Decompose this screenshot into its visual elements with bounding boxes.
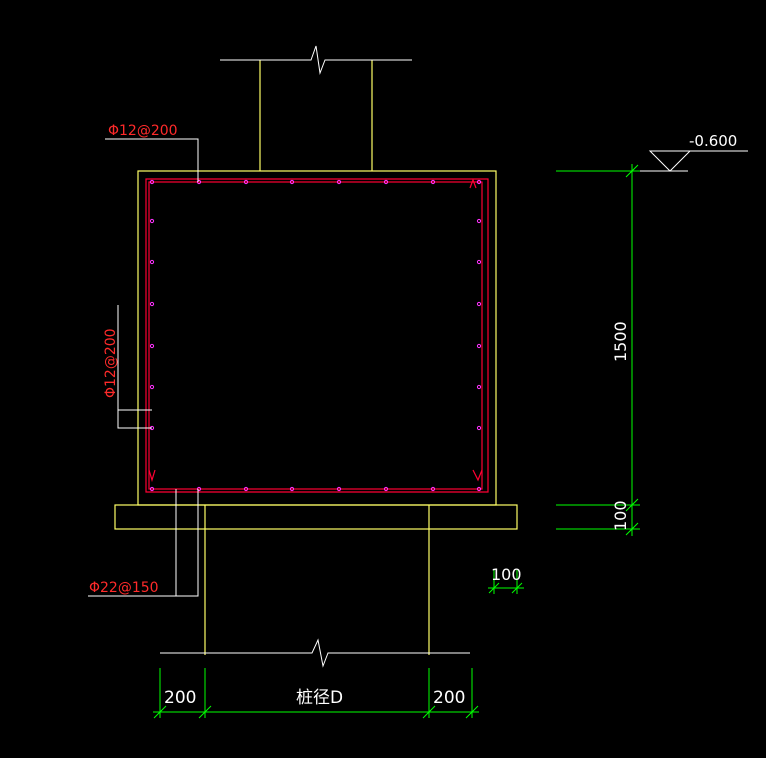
rebar-hook-bottom-right xyxy=(472,469,483,482)
side-rebar-label: Φ12@200 xyxy=(103,328,119,398)
pile-break-line xyxy=(160,638,470,668)
rebar-dot xyxy=(476,179,482,185)
rebar-dot xyxy=(289,179,295,185)
left-edge-label: 200 xyxy=(164,688,196,708)
rebar-dot xyxy=(430,486,436,492)
rebar-dot xyxy=(149,179,155,185)
overhang-dimension xyxy=(488,570,524,594)
rebar-dot xyxy=(149,218,155,224)
rebar-dot xyxy=(243,486,249,492)
cushion-overhang-label: 100 xyxy=(491,565,522,584)
rebar-dot xyxy=(149,384,155,390)
rebar-cage xyxy=(145,178,489,493)
rebar-hook-top-right xyxy=(469,178,477,189)
cushion-thickness-label: 100 xyxy=(611,500,630,531)
pile-below xyxy=(204,505,430,655)
elevation-mark xyxy=(640,150,748,172)
right-edge-label: 200 xyxy=(433,688,465,708)
column-break-line xyxy=(220,45,412,75)
rebar-dot xyxy=(476,384,482,390)
leader-side-rebar xyxy=(117,305,152,429)
leader-lines xyxy=(88,138,199,597)
leader-bottom-rebar xyxy=(88,489,199,597)
rebar-dot xyxy=(476,259,482,265)
rebar-dot xyxy=(476,486,482,492)
rebar-dot xyxy=(383,179,389,185)
rebar-dot xyxy=(243,179,249,185)
rebar-dot xyxy=(149,486,155,492)
rebar-dot xyxy=(149,343,155,349)
tick-cushion-bottom xyxy=(625,522,639,536)
rebar-top-bar xyxy=(145,178,489,190)
right-dimensions xyxy=(556,164,640,536)
rebar-dot xyxy=(476,218,482,224)
rebar-dot xyxy=(149,301,155,307)
rebar-inner-loop xyxy=(148,181,483,490)
tick-cap-bottom xyxy=(625,498,639,512)
overhang-tick-left xyxy=(488,582,500,594)
rebar-dot xyxy=(196,486,202,492)
rebar-dot xyxy=(430,179,436,185)
rebar-dots xyxy=(149,179,482,492)
tick-cap-top xyxy=(625,164,639,178)
rebar-dot xyxy=(336,486,342,492)
bottom-rebar-label: Φ22@150 xyxy=(89,580,159,596)
overhang-tick-right xyxy=(511,582,523,594)
rebar-dot xyxy=(149,259,155,265)
rebar-dot xyxy=(476,425,482,431)
tick-right-outer xyxy=(465,705,479,719)
pile-diameter-label: 桩径D xyxy=(296,688,343,708)
elevation-label: -0.600 xyxy=(689,132,737,150)
rebar-dot xyxy=(476,301,482,307)
rebar-dot xyxy=(336,179,342,185)
rebar-hook-bottom-left xyxy=(148,469,156,483)
tick-left-outer xyxy=(153,705,167,719)
rebar-dot xyxy=(289,486,295,492)
cap-height-label: 1500 xyxy=(611,321,630,362)
cushion-layer xyxy=(114,504,518,530)
bottom-dimensions xyxy=(153,668,479,719)
rebar-bottom-bar xyxy=(145,480,489,493)
rebar-dot xyxy=(383,486,389,492)
column-above xyxy=(259,60,373,171)
top-rebar-label: Φ12@200 xyxy=(108,123,178,139)
tick-pile-left xyxy=(198,705,212,719)
tick-pile-right xyxy=(422,705,436,719)
leader-top-rebar xyxy=(105,138,199,182)
rebar-dot xyxy=(476,343,482,349)
rebar-dot xyxy=(196,179,202,185)
